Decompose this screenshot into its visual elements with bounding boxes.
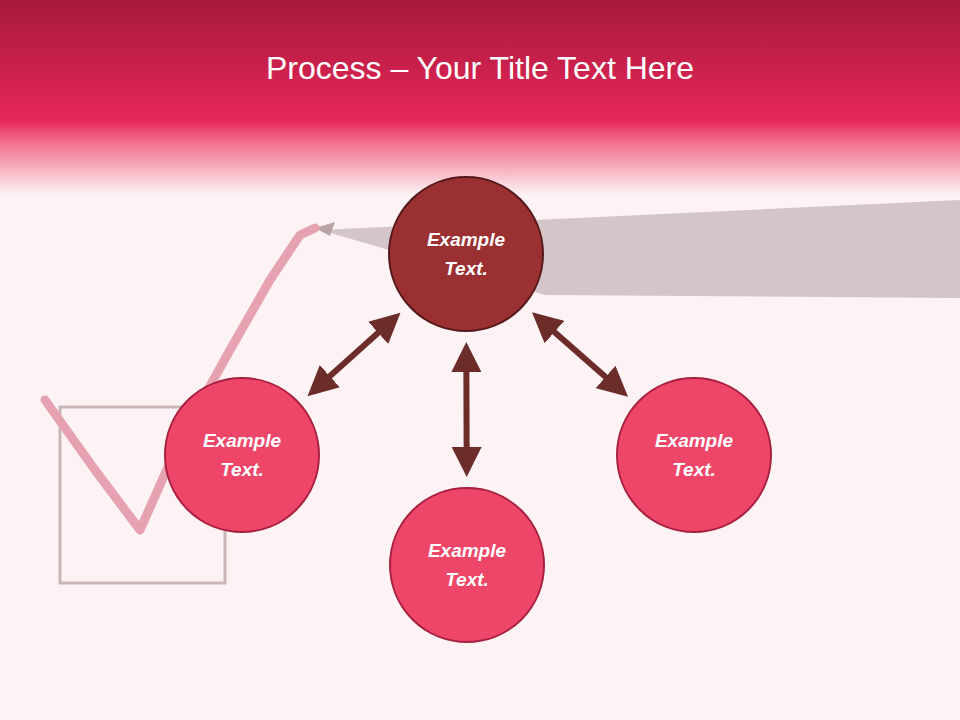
circle-shape <box>616 377 772 533</box>
slide-title: Process – Your Title Text Here <box>0 50 960 87</box>
circle-shape <box>164 377 320 533</box>
node-text: Example Text. <box>417 536 517 594</box>
double-arrow <box>316 321 391 388</box>
double-arrow <box>463 354 469 465</box>
circle-shape <box>388 176 544 332</box>
circle-shape <box>389 487 545 643</box>
process-circle: Example Text. <box>388 176 544 332</box>
node-text: Example Text. <box>644 426 744 484</box>
process-circle: Example Text. <box>616 377 772 533</box>
process-circle: Example Text. <box>164 377 320 533</box>
process-circle: Example Text. <box>389 487 545 643</box>
node-text: Example Text. <box>416 225 516 283</box>
node-text: Example Text. <box>192 426 292 484</box>
double-arrow <box>541 320 619 389</box>
